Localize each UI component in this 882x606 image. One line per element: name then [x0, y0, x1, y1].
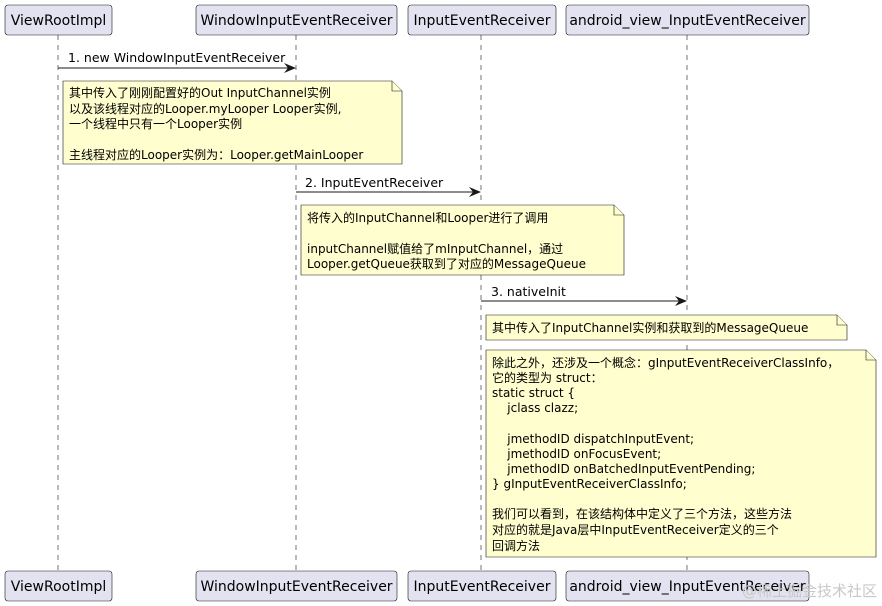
- participant-label: android_view_InputEventReceiver: [569, 579, 806, 595]
- participant-label: android_view_InputEventReceiver: [569, 13, 806, 29]
- participant-view-root-impl-bottom: ViewRootImpl: [4, 570, 113, 602]
- message-label: 1. new WindowInputEventReceiver: [68, 50, 286, 65]
- participant-input-event-receiver-bottom: InputEventReceiver: [407, 570, 557, 602]
- participant-android-view-input-event-receiver-top: android_view_InputEventReceiver: [565, 4, 810, 36]
- participant-window-input-event-receiver-top: WindowInputEventReceiver: [195, 4, 398, 36]
- participant-label: WindowInputEventReceiver: [200, 13, 392, 29]
- message-input-event-receiver: 2. InputEventReceiver: [296, 175, 481, 197]
- note-line: jclass clazz;: [492, 401, 578, 415]
- note-line: 其中传入了InputChannel实例和获取到的MessageQueue: [492, 320, 808, 335]
- note-line: 它的类型为 struct：: [492, 370, 603, 385]
- note-line: 一个线程中只有一个Looper实例: [69, 116, 242, 131]
- note-line: } gInputEventReceiverClassInfo;: [492, 477, 687, 491]
- note-line: jmethodID onFocusEvent;: [492, 447, 661, 461]
- message-new-window-input-event-receiver: 1. new WindowInputEventReceiver: [58, 50, 296, 73]
- note-line: 回调方法: [492, 538, 540, 553]
- note-input-channel-looper: 将传入的InputChannel和Looper进行了调用 inputChanne…: [300, 204, 625, 276]
- note-line: 我们可以看到，在该结构体中定义了三个方法，这些方法: [492, 506, 792, 521]
- note-line: 将传入的InputChannel和Looper进行了调用: [307, 210, 548, 225]
- message-label: 3. nativeInit: [491, 284, 566, 299]
- participant-android-view-input-event-receiver-bottom: android_view_InputEventReceiver: [565, 570, 810, 602]
- participant-label: InputEventReceiver: [414, 13, 551, 29]
- participant-window-input-event-receiver-bottom: WindowInputEventReceiver: [195, 570, 398, 602]
- note-line: 主线程对应的Looper实例为：Looper.getMainLooper: [69, 147, 363, 162]
- arrow-head-icon: [469, 187, 481, 197]
- note-message-queue: 其中传入了InputChannel实例和获取到的MessageQueue: [485, 314, 848, 341]
- participant-input-event-receiver-top: InputEventReceiver: [407, 4, 557, 36]
- participant-label: ViewRootImpl: [11, 579, 106, 595]
- note-line: static struct {: [492, 386, 575, 400]
- note-out-input-channel: 其中传入了刚刚配置好的Out InputChannel实例 以及该线程对应的Lo…: [62, 80, 403, 165]
- note-line: jmethodID onBatchedInputEventPending;: [492, 462, 755, 476]
- note-line: 除此之外，还涉及一个概念：gInputEventReceiverClassInf…: [492, 355, 839, 370]
- note-line: jmethodID dispatchInputEvent;: [492, 432, 694, 446]
- participant-label: ViewRootImpl: [11, 13, 106, 29]
- participant-label: InputEventReceiver: [414, 579, 551, 595]
- note-line: 对应的就是Java层中InputEventReceiver定义的三个: [492, 522, 779, 537]
- participant-label: WindowInputEventReceiver: [200, 579, 392, 595]
- note-line: Looper.getQueue获取到了对应的MessageQueue: [307, 256, 586, 271]
- note-line: inputChannel赋值给了mInputChannel，通过: [307, 241, 563, 256]
- note-line: 以及该线程对应的Looper.myLooper Looper实例,: [69, 101, 341, 116]
- message-label: 2. InputEventReceiver: [305, 175, 444, 190]
- arrow-head-icon: [284, 63, 296, 73]
- note-line: 其中传入了刚刚配置好的Out InputChannel实例: [69, 85, 331, 100]
- watermark-text: @稀土掘金技术社区: [742, 582, 877, 600]
- note-class-info-struct: 除此之外，还涉及一个概念：gInputEventReceiverClassInf…: [485, 349, 877, 558]
- arrow-head-icon: [675, 296, 687, 306]
- participant-view-root-impl-top: ViewRootImpl: [4, 4, 113, 36]
- message-native-init: 3. nativeInit: [481, 284, 687, 306]
